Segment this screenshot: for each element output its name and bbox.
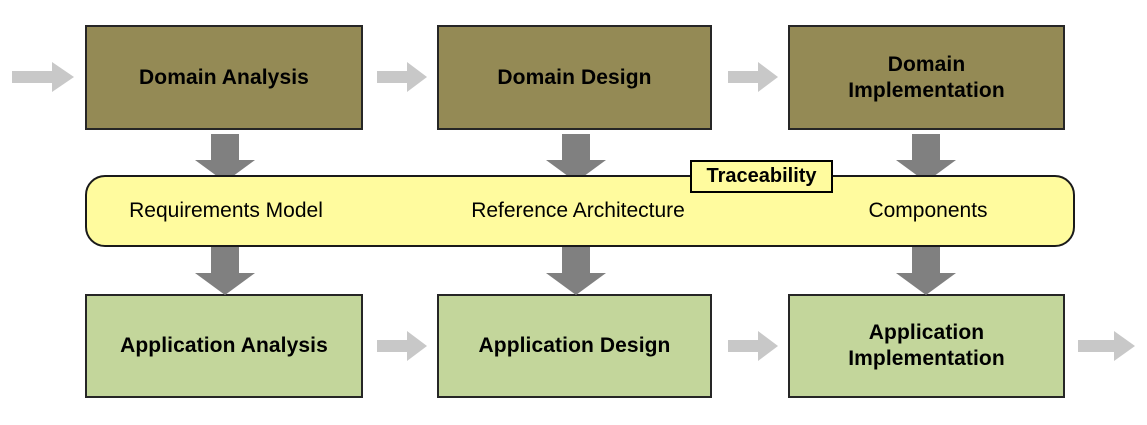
arrow-into-domain-analysis <box>12 62 74 92</box>
arrow-reference-architecture-to-application-design <box>546 247 606 295</box>
application-analysis-label: Application Analysis <box>120 334 328 358</box>
domain-implementation-box[interactable]: Domain Implementation <box>788 25 1065 130</box>
arrow-components-to-application-implementation <box>896 247 956 295</box>
domain-design-box[interactable]: Domain Design <box>437 25 712 130</box>
arrow-domain-implementation-to-components <box>896 134 956 182</box>
arrow-application-analysis-to-application-design <box>377 331 427 361</box>
application-design-box[interactable]: Application Design <box>437 294 712 398</box>
components-label: Components <box>868 199 988 222</box>
traceability-badge: Traceability <box>690 160 833 193</box>
traceability-label: Traceability <box>706 165 817 187</box>
arrow-out-of-application-implementation <box>1078 331 1135 361</box>
domain-analysis-label: Domain Analysis <box>139 65 309 89</box>
arrow-domain-analysis-to-domain-design <box>377 62 427 92</box>
domain-design-label: Domain Design <box>497 65 652 89</box>
arrow-domain-design-to-reference-architecture <box>546 134 606 182</box>
core-asset-band: Requirements Model Reference Architectur… <box>85 175 1075 247</box>
reference-architecture-label: Reference Architecture <box>471 199 685 222</box>
application-implementation-box[interactable]: Application Implementation <box>788 294 1065 398</box>
requirements-model-label: Requirements Model <box>129 199 323 222</box>
arrow-application-design-to-application-implementation <box>728 331 778 361</box>
arrow-domain-analysis-to-requirements-model <box>195 134 255 182</box>
domain-implementation-label: Domain Implementation <box>848 52 1005 102</box>
arrow-requirements-model-to-application-analysis <box>195 247 255 295</box>
application-implementation-label: Application Implementation <box>848 321 1005 370</box>
application-analysis-box[interactable]: Application Analysis <box>85 294 363 398</box>
application-design-label: Application Design <box>478 334 671 358</box>
domain-analysis-box[interactable]: Domain Analysis <box>85 25 363 130</box>
arrow-domain-design-to-domain-implementation <box>728 62 778 92</box>
